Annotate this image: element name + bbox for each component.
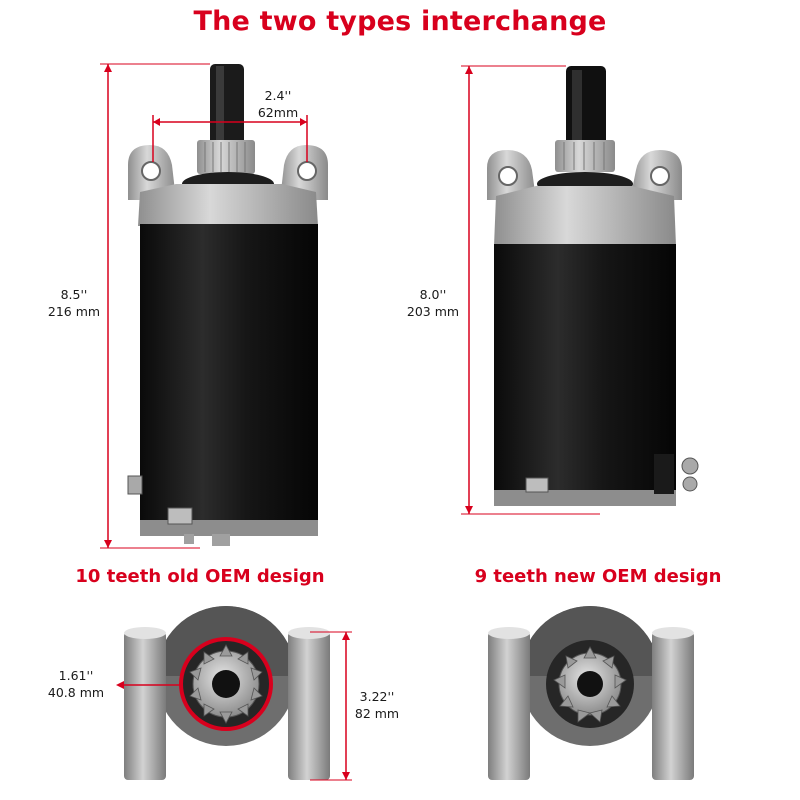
left-width-mm: 62mm [257, 105, 299, 120]
mount-spacing-label: 3.22'' 82 mm [352, 688, 402, 722]
left-starter-motor [127, 64, 328, 546]
end-view-9-teeth [488, 606, 694, 780]
left-height-label: 8.5'' 216 mm [42, 286, 106, 320]
mount-spacing-inches: 3.22'' [359, 689, 395, 704]
left-width-label: 2.4'' 62mm [248, 87, 308, 121]
gear-diameter-dimension [116, 681, 181, 689]
right-height-mm: 203 mm [406, 304, 460, 319]
end-view-10-teeth [124, 606, 330, 780]
right-height-label: 8.0'' 203 mm [400, 286, 466, 320]
left-width-dimension [152, 115, 308, 162]
left-height-dimension [100, 63, 210, 549]
gear-diameter-inches: 1.61'' [58, 668, 94, 683]
caption-9-teeth: 9 teeth new OEM design [474, 566, 722, 587]
right-starter-motor [487, 66, 699, 506]
left-height-mm: 216 mm [47, 304, 101, 319]
left-height-inches: 8.5'' [60, 287, 88, 302]
caption-10-teeth: 10 teeth old OEM design [75, 566, 325, 587]
left-width-inches: 2.4'' [264, 88, 292, 103]
right-height-inches: 8.0'' [419, 287, 447, 302]
right-height-dimension [461, 65, 600, 515]
gear-diameter-label: 1.61'' 40.8 mm [38, 667, 114, 701]
mount-spacing-dimension [310, 631, 352, 781]
gear-diameter-mm: 40.8 mm [47, 685, 105, 700]
page-title: The two types interchange [193, 6, 607, 37]
mount-spacing-mm: 82 mm [354, 706, 400, 721]
